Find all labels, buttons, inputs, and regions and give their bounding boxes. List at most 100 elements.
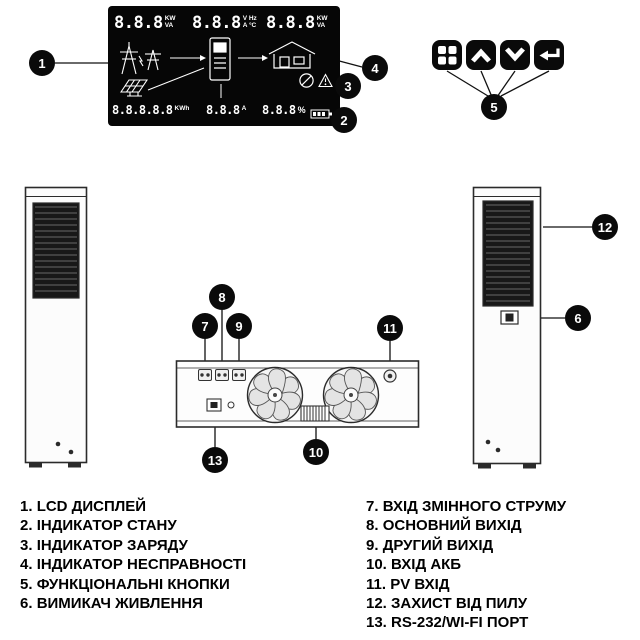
bottom-rear-view xyxy=(175,360,420,428)
inverter-unit-icon xyxy=(209,37,231,81)
energy-flow-lines xyxy=(147,55,268,98)
legend-label: RS-232/WI-FI ПОРТ xyxy=(391,614,529,632)
power-switch xyxy=(500,310,519,325)
legend-num: 4. xyxy=(20,556,33,574)
callout-9: 9 xyxy=(226,313,252,339)
legend-label: ОСНОВНИЙ ВИХІД xyxy=(382,517,522,535)
legend-num: 8. xyxy=(366,517,379,535)
left-side-view xyxy=(24,186,88,468)
lcd-unit: KW xyxy=(164,15,176,22)
lcd-unit: A xyxy=(241,105,247,112)
screw-dot xyxy=(485,439,491,445)
callout-3: 3 xyxy=(335,73,361,99)
menu-button xyxy=(432,40,462,70)
main-output-terminal xyxy=(215,369,229,381)
lcd-digits: 8.8.8 xyxy=(192,13,241,33)
legend-num: 2. xyxy=(20,517,33,535)
legend-num: 12. xyxy=(366,595,387,613)
arrow-up-icon xyxy=(471,48,491,63)
menu-grid-icon xyxy=(438,46,457,65)
fan-left-icon xyxy=(245,364,305,424)
legend-item-2: 2. ІНДИКАТОР СТАНУ xyxy=(20,516,246,535)
solar-panel-icon xyxy=(119,79,149,97)
second-output-terminal xyxy=(232,369,246,381)
callout-2: 2 xyxy=(331,107,357,133)
battery-icon xyxy=(310,109,332,119)
warning-triangle-icon xyxy=(318,73,333,88)
legend-num: 7. xyxy=(366,498,379,515)
legend-label: ІНДИКАТОР НЕСПРАВНОСТІ xyxy=(36,556,247,574)
lcd-unit: A °C xyxy=(242,22,257,29)
device-foot xyxy=(68,462,81,468)
callout-11: 11 xyxy=(377,315,403,341)
enter-arrow-icon xyxy=(539,48,560,61)
screw-dot xyxy=(495,447,501,453)
lcd-unit: KWh xyxy=(174,105,190,112)
legend-label: ІНДИКАТОР ЗАРЯДУ xyxy=(36,536,188,554)
fault-circle-icon xyxy=(299,73,314,88)
callout-12: 12 xyxy=(592,214,618,240)
legend-label: ЗАХИСТ ВІД ПИЛУ xyxy=(391,595,528,613)
lcd-battery-percent-value: 8.8.8 % xyxy=(262,103,306,117)
legend-item-3: 3. ІНДИКАТОР ЗАРЯДУ xyxy=(20,536,246,555)
callout-8: 8 xyxy=(209,284,235,310)
legend-label: ДРУГИЙ ВИХІД xyxy=(382,536,494,554)
legend-item-1: 1. LCD ДИСПЛЕЙ xyxy=(20,497,246,516)
legend-item-13: 13. RS-232/WI-FI ПОРТ xyxy=(366,613,566,632)
pv-input-connector xyxy=(383,369,397,383)
legend-num: 5. xyxy=(20,575,33,593)
legend-num: 10. xyxy=(366,556,387,574)
house-load-icon xyxy=(268,41,316,69)
enter-button xyxy=(534,40,564,70)
legend-num: 9. xyxy=(366,536,379,554)
legend-item-7: 7. ВХІД ЗМІННОГО СТРУМУ xyxy=(366,497,566,516)
vent-grille-left-icon xyxy=(32,202,80,299)
up-button xyxy=(466,40,496,70)
legend-label: PV ВХІД xyxy=(390,575,450,593)
vent-grille-right-icon xyxy=(482,200,534,307)
legend-right-column: 7. ВХІД ЗМІННОГО СТРУМУ 8. ОСНОВНИЙ ВИХІ… xyxy=(366,497,566,633)
legend-label: ВХІД ЗМІННОГО СТРУМУ xyxy=(382,498,567,515)
right-side-view xyxy=(472,186,542,469)
screw-dot xyxy=(55,441,61,447)
legend-label: ВХІД АКБ xyxy=(391,556,462,574)
arrow-down-icon xyxy=(505,47,525,62)
legend-num: 1. xyxy=(20,498,33,515)
legend-label: ІНДИКАТОР СТАНУ xyxy=(36,517,177,535)
legend-label: ФУНКЦІОНАЛЬНІ КНОПКИ xyxy=(36,575,230,593)
legend-label: LCD ДИСПЛЕЙ xyxy=(36,498,147,515)
legend-num: 11. xyxy=(366,575,387,593)
lcd-unit: VA xyxy=(164,22,174,29)
lcd-digits: 8.8.8 xyxy=(266,13,315,33)
fan-right-icon xyxy=(321,364,381,424)
lcd-digits: 8.8.8 xyxy=(262,103,296,117)
down-button xyxy=(500,40,530,70)
device-foot xyxy=(478,463,491,469)
lcd-digits: 8.8.8 xyxy=(206,103,240,117)
lcd-unit: % xyxy=(297,105,306,115)
legend-item-8: 8. ОСНОВНИЙ ВИХІД xyxy=(366,516,566,535)
callout-4: 4 xyxy=(362,55,388,81)
ac-input-terminal xyxy=(198,369,212,381)
legend-num: 3. xyxy=(20,536,33,554)
power-grid-icon xyxy=(120,42,161,75)
lcd-digits: 8.8.8.8.8 xyxy=(112,103,173,117)
lcd-current-value: 8.8.8 A xyxy=(206,103,246,117)
device-foot xyxy=(29,462,42,468)
callout-5: 5 xyxy=(481,94,507,120)
rs232-wifi-port xyxy=(206,398,222,412)
callout-6: 6 xyxy=(565,305,591,331)
legend-label: ВИМИКАЧ ЖИВЛЕННЯ xyxy=(36,595,203,613)
legend-num: 6. xyxy=(20,595,33,613)
device-foot xyxy=(523,463,536,469)
legend-item-6: 6. ВИМИКАЧ ЖИВЛЕННЯ xyxy=(20,594,246,613)
legend-num: 13. xyxy=(366,614,387,632)
callout-13: 13 xyxy=(202,447,228,473)
lcd-digits: 8.8.8 xyxy=(114,13,163,33)
